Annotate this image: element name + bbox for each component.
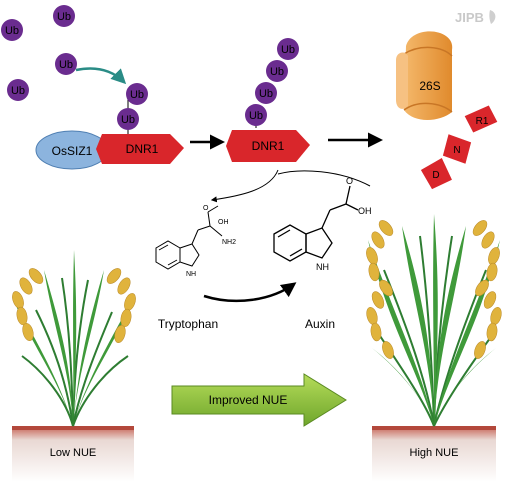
svg-text:DNR1: DNR1	[252, 139, 285, 153]
svg-text:High NUE: High NUE	[410, 447, 459, 459]
ubiquitin-chain-unit: Ub	[277, 38, 299, 60]
ubiquitin-label: Ub	[130, 89, 144, 101]
svg-text:26S: 26S	[419, 79, 440, 93]
ubiquitin-transfer-arrow	[75, 67, 127, 85]
chem-label: NH	[316, 262, 329, 272]
free-ubiquitin: Ub	[55, 53, 77, 75]
free-ubiquitin: Ub	[53, 5, 75, 27]
svg-text:N: N	[453, 145, 460, 156]
auxin-label: Auxin	[305, 317, 335, 331]
jipb-watermark: JIPB	[455, 10, 484, 25]
low-nue-rice-plant	[12, 250, 136, 427]
dnr1-fragment: N	[442, 134, 472, 164]
dnr1-catalysis-arc	[277, 170, 371, 187]
dnr1-fragment: D	[420, 158, 452, 190]
dnr1-protein: DNR1	[226, 130, 310, 162]
svg-text:Improved NUE: Improved NUE	[209, 393, 288, 407]
ubiquitin-label: Ub	[259, 88, 273, 100]
low-nue-soil: Low NUE	[12, 426, 134, 482]
ubiquitin-label: Ub	[121, 114, 135, 126]
ubiquitin-label: Ub	[249, 110, 263, 122]
svg-text:Low NUE: Low NUE	[50, 447, 96, 459]
tryptophan-structure	[155, 205, 223, 270]
dnr1-catalysis-arrow	[210, 169, 279, 203]
tryptophan-to-auxin-arrow	[203, 282, 297, 303]
attached-ubiquitin: Ub	[126, 83, 148, 105]
ubiquitin-label: Ub	[59, 59, 73, 71]
chem-label: OH	[218, 219, 229, 226]
svg-text:D: D	[432, 170, 439, 181]
free-ubiquitin: Ub	[1, 19, 23, 41]
svg-text:OsSIZ1: OsSIZ1	[52, 144, 93, 158]
high-nue-rice-plant	[366, 214, 502, 427]
ubiquitin-label: Ub	[57, 11, 71, 23]
ubiquitin-chain-unit: Ub	[266, 60, 288, 82]
svg-text:R1: R1	[476, 116, 489, 127]
jipb-leaf-icon	[489, 10, 496, 24]
attached-ubiquitin: Ub	[117, 108, 139, 130]
tryptophan-label: Tryptophan	[158, 317, 218, 331]
improved-nue-arrow: Improved NUE	[171, 373, 347, 427]
ossiz1-protein: OsSIZ1	[35, 130, 109, 170]
free-ubiquitin: Ub	[7, 79, 29, 101]
ubiquitin-label: Ub	[11, 85, 25, 97]
chem-label: O	[203, 205, 209, 212]
ubiquitin-label: Ub	[281, 44, 295, 56]
ubiquitin-label: Ub	[270, 66, 284, 78]
proteasome-26s: 26S	[396, 31, 453, 120]
auxin-structure	[273, 185, 359, 262]
chem-label: NH2	[222, 239, 236, 246]
ubiquitin-chain-unit: Ub	[255, 82, 277, 104]
chem-label: OH	[358, 206, 372, 216]
dnr1-fragment: R1	[464, 105, 498, 133]
chem-label: O	[346, 176, 353, 186]
chem-label: NH	[186, 271, 196, 278]
svg-text:DNR1: DNR1	[126, 142, 159, 156]
polyubiquitinated-dnr1: Ub Ub Ub Ub DNR1	[226, 38, 310, 162]
ubiquitination-complex: Ub Ub OsSIZ1 DNR1	[35, 83, 184, 170]
ubiquitin-chain-unit: Ub	[245, 104, 267, 126]
ubiquitin-label: Ub	[5, 25, 19, 37]
high-nue-soil: High NUE	[372, 426, 496, 482]
dnr1-protein: DNR1	[96, 134, 184, 164]
